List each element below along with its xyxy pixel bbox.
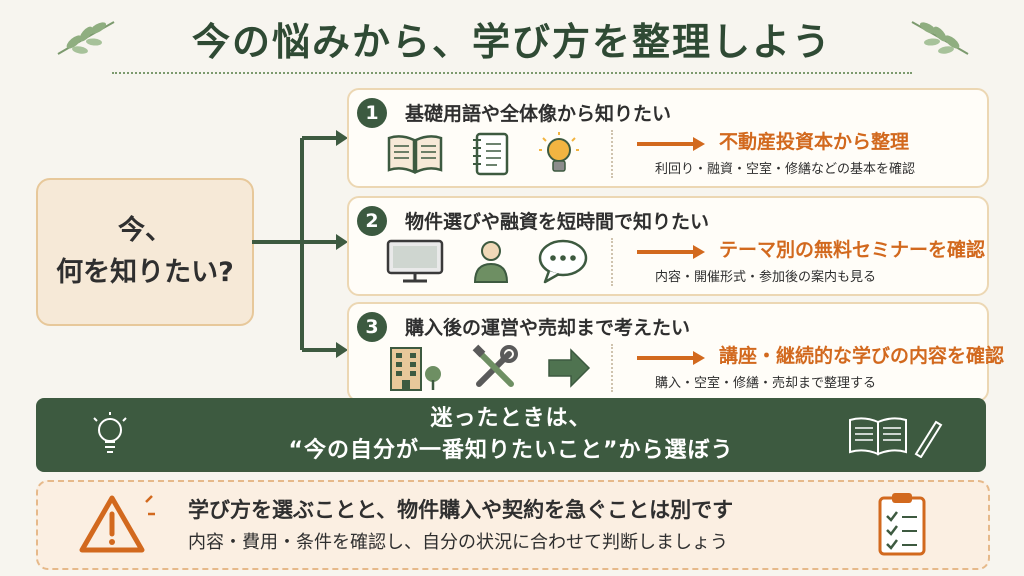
open-book-pen-icon [849, 417, 943, 458]
step-title: 購入後の運営や売却まで考えたい [405, 317, 691, 339]
branch-connector [252, 130, 348, 358]
notebook-icon [473, 132, 509, 176]
warning-icon [79, 495, 155, 553]
title-divider [112, 72, 912, 74]
building-icon [390, 347, 441, 391]
caution-sub-text: 内容・費用・条件を確認し、自分の状況に合わせて判断しましょう [188, 532, 728, 553]
step-card-3: 3 購入後の運営や売却まで考えたい 講座・継続的な学びの内容を確認 [347, 302, 1004, 402]
step-result: テーマ別の無料セミナーを確認 [719, 239, 986, 261]
banner-line1: 迷ったときは、 [430, 406, 592, 431]
step-subtext: 購入・空室・修繕・売却まで整理する [655, 376, 877, 391]
arrow-right-icon [637, 351, 705, 365]
caution-main-text: 学び方を選ぶことと、物件購入や契約を急ぐことは別です [188, 498, 734, 522]
card-divider [611, 238, 613, 286]
book-icon [387, 135, 443, 174]
step-card-1: 1 基礎用語や全体像から知りたい 不動産投資本から整理 利回り・融資・空室・修繕… [347, 88, 989, 188]
question-line1: 今、 [118, 215, 172, 246]
question-box: 今、 何を知りたい? [36, 178, 254, 326]
step-subtext: 内容・開催形式・参加後の案内も見る [655, 270, 877, 285]
arrow-icon [548, 348, 591, 388]
lightbulb-icon [93, 412, 127, 453]
card-divider [611, 130, 613, 178]
caution-box: 学び方を選ぶことと、物件購入や契約を急ぐことは別です 内容・費用・条件を確認し、… [36, 480, 990, 570]
page-title: 今の悩みから、学び方を整理しよう [191, 19, 832, 64]
step-title: 基礎用語や全体像から知りたい [405, 103, 672, 125]
step-number-badge: 3 [357, 312, 387, 342]
step-card-2: 2 物件選びや融資を短時間で知りたい テーマ別の無料セミナーを確認 内容・開催形… [347, 196, 989, 296]
step-title: 物件選びや融資を短時間で知りたい [405, 211, 710, 233]
arrow-right-icon [637, 245, 705, 259]
tools-icon [472, 344, 518, 387]
step-number-badge: 1 [357, 98, 387, 128]
checklist-icon [878, 493, 926, 556]
step-subtext: 利回り・融資・空室・修繕などの基本を確認 [655, 162, 916, 177]
speech-bubble-icon [538, 239, 588, 284]
advice-banner: 迷ったときは、 “今の自分が一番知りたいこと”から選ぼう [36, 398, 986, 472]
person-icon [473, 241, 509, 283]
step-result: 講座・継続的な学びの内容を確認 [719, 345, 1005, 367]
step-number-badge: 2 [357, 206, 387, 236]
arrow-right-icon [637, 137, 705, 151]
question-line2: 何を知りたい? [56, 257, 234, 288]
lightbulb-icon [539, 132, 579, 172]
left-leaf-icon [57, 21, 115, 55]
step-result: 不動産投資本から整理 [719, 131, 910, 153]
banner-line2: “今の自分が一番知りたいこと”から選ぼう [288, 438, 734, 463]
card-divider [611, 344, 613, 392]
right-leaf-icon [911, 21, 969, 55]
monitor-icon [386, 239, 444, 283]
